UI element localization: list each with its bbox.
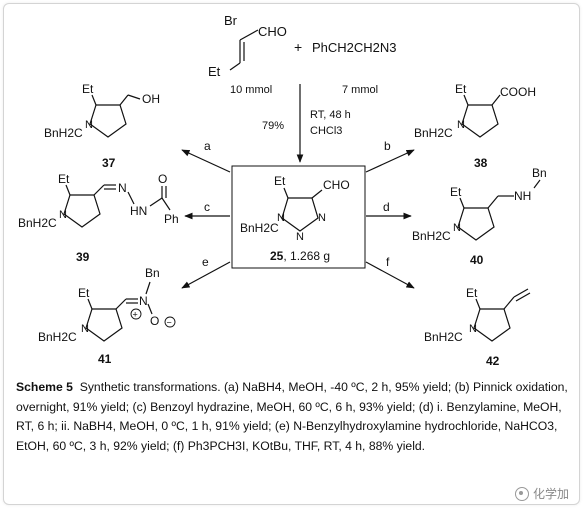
aldehyde-br: Br: [224, 13, 238, 28]
starting-aldehyde: [229, 29, 259, 71]
et-37: Et: [82, 82, 94, 96]
o-41: O: [150, 314, 159, 328]
arrow-a: [181, 149, 231, 173]
main-yield: 79%: [262, 120, 284, 132]
watermark-text: 化学加: [532, 487, 569, 501]
caption-label: Scheme 5: [16, 380, 73, 394]
nplus-41: N: [139, 294, 148, 308]
et-38: Et: [455, 82, 467, 96]
structure-37: [89, 94, 141, 138]
number-37: 37: [102, 156, 116, 170]
o-39: O: [158, 172, 167, 186]
main-cond-rt: RT, 48 h: [310, 109, 351, 121]
amount-azide: 7 mmol: [342, 84, 378, 96]
azide-reagent: PhCH2CH2N3: [312, 40, 397, 55]
n2-25: N: [296, 231, 304, 243]
arrow-e-label: e: [202, 255, 209, 269]
et-41: Et: [78, 286, 90, 300]
wechat-icon: [514, 486, 529, 501]
structure-39: [63, 184, 171, 228]
bnh2c-41: BnH2C: [38, 330, 77, 344]
bnh2c-38: BnH2C: [414, 126, 453, 140]
bn-40: Bn: [532, 166, 547, 180]
arrow-d-label: d: [383, 200, 390, 214]
oh-37: OH: [142, 92, 160, 106]
aldehyde-et: Et: [208, 64, 221, 79]
n-hydrazone-39: N: [118, 181, 127, 195]
number-40: 40: [470, 253, 484, 267]
plus-sign: +: [294, 39, 302, 55]
bnh2c-40: BnH2C: [412, 229, 451, 243]
caption-text: Synthetic transformations. (a) NaBH4, Me…: [16, 380, 568, 453]
figure-frame: [3, 3, 580, 505]
reaction-scheme: Br CHO Et + PhCH2CH2N3 10 mmol 7 mmol 79…: [18, 13, 547, 368]
main-cond-solvent: CHCl3: [310, 125, 342, 137]
minus-sign-41: −: [167, 318, 172, 328]
label-25: 25, 1.268 g: [270, 249, 330, 263]
amount-aldehyde: 10 mmol: [230, 84, 272, 96]
bnh2c-25: BnH2C: [240, 221, 279, 235]
cho-25: CHO: [323, 178, 350, 192]
plus-sign-41: +: [133, 310, 138, 320]
n1-25: N: [277, 212, 285, 224]
plus-charge-41: [130, 308, 142, 320]
arrow-f-label: f: [386, 255, 390, 269]
structure-40: [457, 179, 541, 241]
number-41: 41: [98, 352, 112, 366]
et-40: Et: [450, 185, 462, 199]
et-39: Et: [58, 172, 70, 186]
arrow-f: [365, 261, 415, 289]
arrow-c-label: c: [204, 200, 210, 214]
n-38: N: [457, 119, 465, 131]
triazole-25: [281, 187, 323, 232]
bn-41: Bn: [145, 266, 160, 280]
structure-38: [461, 94, 501, 138]
et-42: Et: [466, 286, 478, 300]
center-box: [231, 165, 366, 269]
aldehyde-cho: CHO: [258, 24, 287, 39]
watermark: 化学加: [514, 485, 569, 502]
n-39: N: [59, 209, 67, 221]
number-39: 39: [76, 250, 90, 264]
bnh2c-42: BnH2C: [424, 330, 463, 344]
scheme-caption: Scheme 5 Synthetic transformations. (a) …: [16, 378, 572, 456]
n-40: N: [453, 222, 461, 234]
minus-charge-41: [164, 316, 176, 328]
n-42: N: [469, 323, 477, 335]
n3-25: N: [318, 212, 326, 224]
structure-42: [473, 288, 531, 342]
bnh2c-39: BnH2C: [18, 216, 57, 230]
arrow-b-label: b: [384, 139, 391, 153]
et-25: Et: [274, 174, 286, 188]
ph-39: Ph: [164, 212, 179, 226]
cooh-38: COOH: [500, 85, 536, 99]
n-37: N: [85, 119, 93, 131]
number-42: 42: [486, 354, 500, 368]
n-41: N: [81, 323, 89, 335]
hn-39: HN: [130, 204, 147, 218]
arrow-e: [181, 261, 231, 289]
nh-40: NH: [514, 189, 531, 203]
arrow-a-label: a: [204, 139, 211, 153]
number-38: 38: [474, 156, 488, 170]
bnh2c-37: BnH2C: [44, 126, 83, 140]
arrow-b: [365, 149, 415, 173]
structure-41: [85, 281, 153, 342]
